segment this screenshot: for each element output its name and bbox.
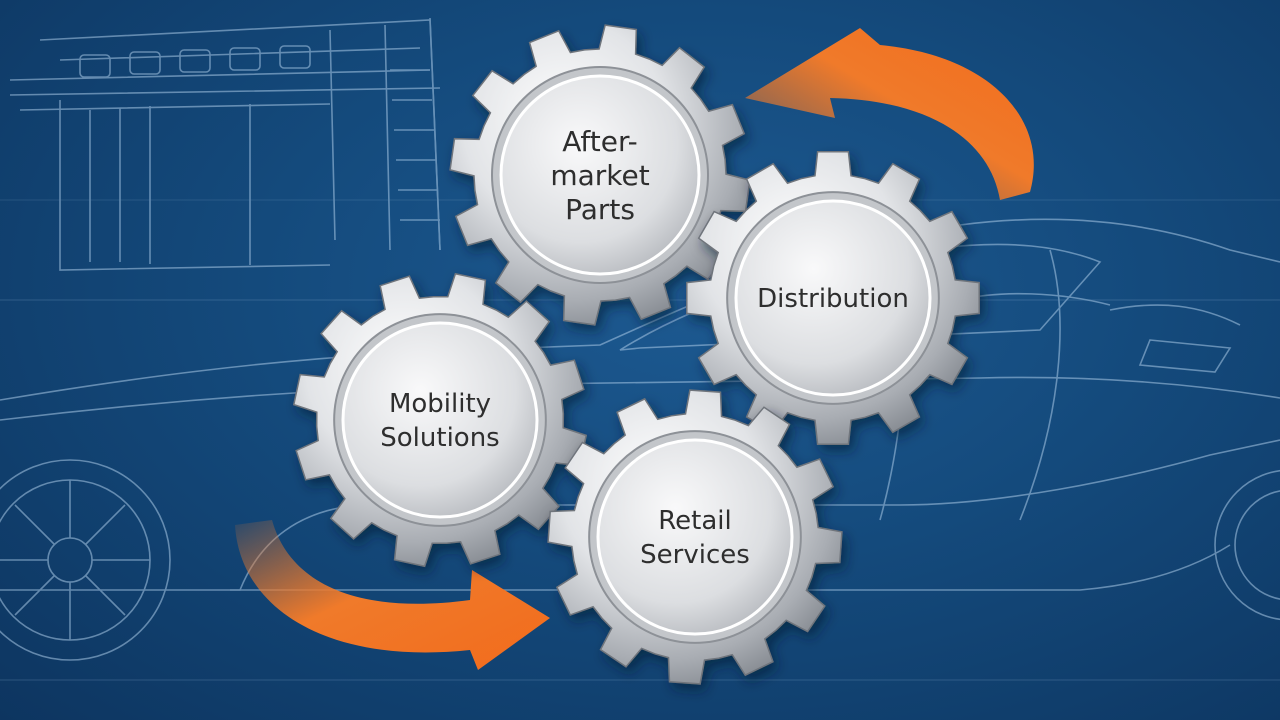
gear-face bbox=[341, 321, 539, 519]
gear-face bbox=[499, 74, 701, 276]
gear-label: After- bbox=[562, 125, 638, 158]
gear-label: Parts bbox=[565, 193, 635, 226]
gear-cluster: After-marketPartsDistributionMobilitySol… bbox=[292, 24, 980, 685]
gear-label: Services bbox=[640, 540, 750, 570]
arrow-bottom-left bbox=[235, 520, 550, 670]
gear-label: market bbox=[550, 159, 649, 192]
gear-label: Mobility bbox=[389, 389, 491, 419]
gear-label: Retail bbox=[658, 506, 731, 536]
gear-label: Distribution bbox=[757, 284, 909, 314]
gear-face bbox=[734, 199, 932, 397]
gear-face bbox=[596, 438, 794, 636]
arrow-top-right bbox=[745, 28, 1034, 200]
gear-label: Solutions bbox=[380, 423, 499, 453]
gear-distribution: Distribution bbox=[686, 151, 980, 445]
